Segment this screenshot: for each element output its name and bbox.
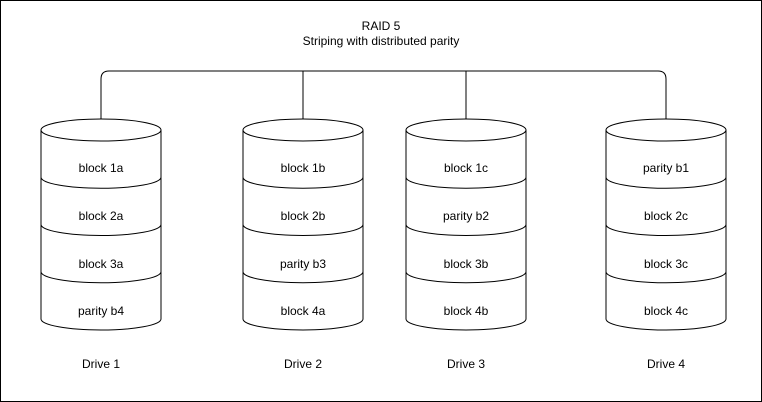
- disk-cylinder-icon: [40, 118, 162, 331]
- disk-cylinder-icon: [605, 118, 727, 331]
- drive-1: block 1a block 2a block 3a parity b4 Dri…: [40, 118, 162, 380]
- block-label: block 3a: [78, 257, 124, 271]
- block-label: block 2c: [643, 209, 689, 223]
- block-label: block 4b: [443, 304, 489, 318]
- diagram-title-block: RAID 5 Striping with distributed parity: [1, 19, 761, 49]
- disk-cylinder-icon: [405, 118, 527, 331]
- block-label: block 3c: [643, 257, 689, 271]
- drive-label: Drive 4: [646, 357, 685, 371]
- block-label: block 3b: [443, 257, 489, 271]
- block-label: block 4c: [643, 304, 689, 318]
- diagram-subtitle: Striping with distributed parity: [302, 34, 460, 48]
- drive-3: block 1c parity b2 block 3b block 4b Dri…: [405, 118, 527, 380]
- drive-label: Drive 2: [283, 357, 322, 371]
- drive-2: block 1b block 2b parity b3 block 4a Dri…: [242, 118, 364, 380]
- drive-label: Drive 1: [81, 357, 120, 371]
- block-label: block 4a: [280, 304, 326, 318]
- block-label: block 2a: [78, 209, 124, 223]
- block-label: parity b4: [77, 304, 125, 318]
- block-label: block 2b: [280, 209, 326, 223]
- block-label: block 1b: [280, 161, 326, 175]
- drive-label: Drive 3: [446, 357, 485, 371]
- block-label: parity b2: [442, 209, 490, 223]
- drive-4: parity b1 block 2c block 3c block 4c Dri…: [605, 118, 727, 380]
- diagram-title: RAID 5: [361, 19, 401, 33]
- block-label: parity b1: [642, 161, 690, 175]
- disk-cylinder-icon: [242, 118, 364, 331]
- block-label: block 1a: [78, 161, 124, 175]
- block-label: block 1c: [443, 161, 489, 175]
- block-label: parity b3: [279, 257, 327, 271]
